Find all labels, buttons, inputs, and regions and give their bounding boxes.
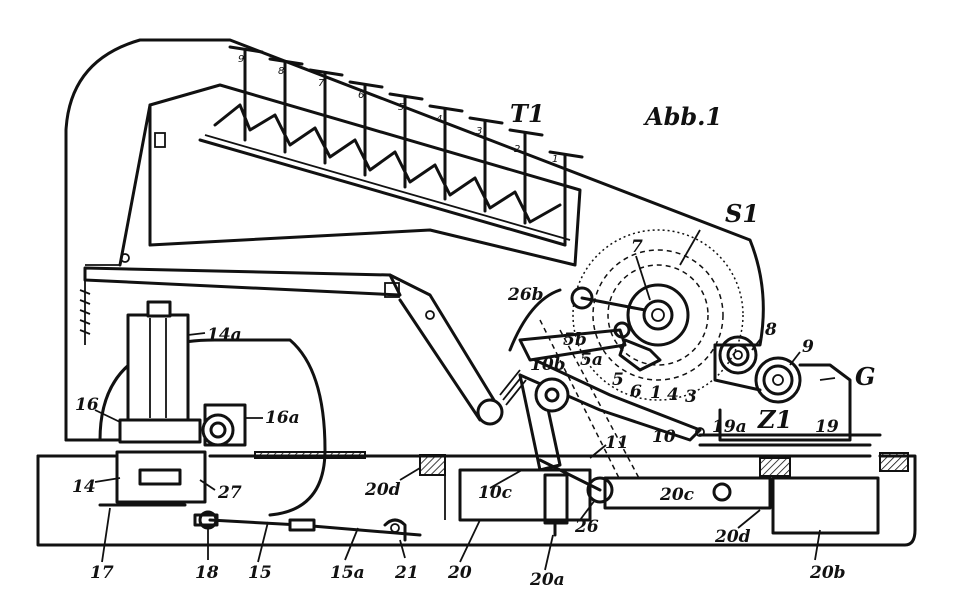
label-20: 20 — [447, 563, 472, 583]
label-3: 3 — [685, 387, 697, 407]
label-20c: 20c — [659, 485, 695, 505]
key-2 — [508, 128, 544, 225]
leader-lines — [94, 229, 836, 571]
key-1 — [548, 150, 584, 247]
label-20b: 20b — [809, 563, 846, 583]
label-14a: 14a — [207, 325, 242, 345]
keyboard-frame — [85, 83, 582, 267]
key-number: 5 — [398, 102, 404, 113]
label-4: 4 — [667, 385, 679, 405]
label-16: 16 — [75, 395, 99, 415]
label-26: 26 — [574, 517, 599, 537]
housing-outline — [64, 38, 765, 442]
label-Z1: Z1 — [757, 405, 792, 434]
label-27: 27 — [217, 483, 242, 503]
label-5b: 5b — [563, 330, 587, 350]
key-number: 7 — [318, 78, 325, 89]
label-18: 18 — [195, 563, 219, 583]
label-6: 6 — [630, 382, 642, 402]
label-16a: 16a — [265, 408, 300, 428]
label-S1: S1 — [725, 199, 759, 228]
label-20a: 20a — [529, 570, 565, 590]
slide-rail — [695, 427, 882, 447]
label-11: 11 — [605, 433, 629, 453]
key-number: 2 — [514, 144, 520, 155]
label-10b: 10b — [530, 355, 566, 375]
label-5a: 5a — [580, 350, 603, 370]
key-number-labels: 9 8 7 6 5 4 3 2 1 — [238, 54, 558, 165]
label-10c: 10c — [478, 483, 513, 503]
key-9 — [228, 45, 264, 142]
label-26b: 26b — [507, 285, 544, 305]
bottom-linkage — [98, 503, 422, 542]
key-number: 9 — [238, 54, 244, 65]
label-20d-right: 20d — [714, 527, 751, 547]
lever-assembly — [499, 288, 702, 504]
figure-title: Abb.1 — [643, 102, 722, 131]
label-17: 17 — [90, 563, 114, 583]
label-10: 10 — [652, 427, 676, 447]
label-19a: 19a — [712, 417, 747, 437]
key-row — [213, 45, 584, 247]
key-number: 6 — [358, 90, 364, 101]
label-15: 15 — [248, 563, 272, 583]
key-number: 1 — [552, 154, 558, 165]
label-19: 19 — [815, 417, 839, 437]
key-number: 3 — [476, 126, 482, 137]
label-7: 7 — [631, 237, 643, 257]
label-T1: T1 — [510, 99, 545, 128]
label-21: 21 — [394, 563, 419, 583]
key-number: 8 — [278, 66, 284, 77]
label-1: 1 — [650, 383, 662, 403]
label-8: 8 — [764, 320, 777, 340]
label-20d-left: 20d — [364, 480, 401, 500]
counter-wheel-assembly — [518, 229, 744, 401]
part-labels: Abb.1 T1 S1 G Z1 7 8 9 26b 5b 10b 5a 5 6… — [72, 99, 876, 590]
motor-column — [98, 300, 327, 517]
linkage-arms — [79, 132, 504, 426]
label-14: 14 — [72, 477, 96, 497]
label-15a: 15a — [330, 563, 365, 583]
label-5: 5 — [612, 370, 624, 390]
label-G: G — [855, 362, 876, 391]
base-plate — [36, 451, 917, 547]
label-9: 9 — [802, 337, 814, 357]
key-number: 4 — [436, 114, 442, 125]
